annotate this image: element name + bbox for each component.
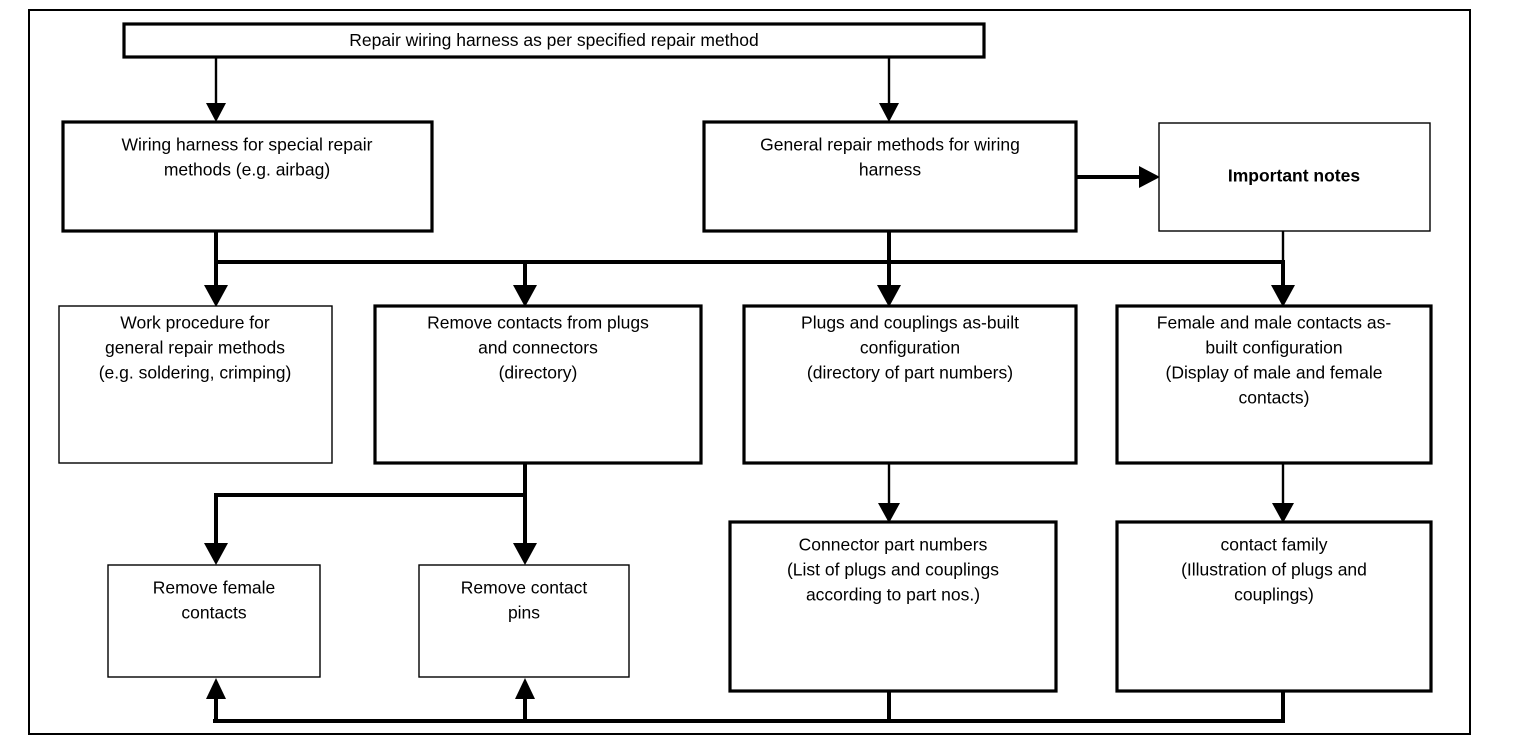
node-important-notes-line-0: Important notes xyxy=(1228,166,1360,186)
node-contact-family[interactable]: contact family (Illustration of plugs an… xyxy=(1115,520,1433,693)
node-female-male-contacts-line-3: contacts) xyxy=(1239,388,1310,408)
node-female-male-contacts-line-1: built configuration xyxy=(1205,338,1342,358)
node-female-male-contacts-line-0: Female and male contacts as- xyxy=(1157,313,1392,333)
connector-plugs-to-connector-part-numbers xyxy=(878,463,900,523)
node-repair-wiring-harness-line-0: Repair wiring harness as per specified r… xyxy=(349,30,759,50)
node-plugs-and-couplings-line-2: (directory of part numbers) xyxy=(807,363,1013,383)
connector-general-repair-to-important-notes xyxy=(1076,166,1160,188)
node-wiring-harness-special-repair[interactable]: Wiring harness for special repair method… xyxy=(61,120,434,233)
node-remove-female-contacts[interactable]: Remove female contacts xyxy=(107,564,321,678)
node-remove-female-contacts-line-1: contacts xyxy=(181,603,246,623)
node-repair-wiring-harness[interactable]: Repair wiring harness as per specified r… xyxy=(122,22,986,59)
node-plugs-and-couplings-line-0: Plugs and couplings as-built xyxy=(801,313,1019,333)
node-remove-contacts-from-plugs-line-0: Remove contacts from plugs xyxy=(427,313,649,333)
connector-title-to-wiring-harness xyxy=(206,57,226,122)
node-female-and-male-contacts-as-built[interactable]: Female and male contacts as- built confi… xyxy=(1115,304,1433,465)
node-remove-female-contacts-line-0: Remove female xyxy=(153,578,276,598)
connector-bus-to-female-male-contacts xyxy=(1271,262,1295,307)
connector-bus-to-plugs-couplings xyxy=(877,262,901,307)
node-general-repair-methods[interactable]: General repair methods for wiring harnes… xyxy=(702,120,1078,233)
node-connector-part-numbers[interactable]: Connector part numbers (List of plugs an… xyxy=(728,520,1058,693)
node-plugs-and-couplings-line-1: configuration xyxy=(860,338,960,358)
node-contact-family-line-1: (Illustration of plugs and xyxy=(1181,560,1367,580)
node-remove-contacts-from-plugs[interactable]: Remove contacts from plugs and connector… xyxy=(373,304,703,465)
node-contact-family-line-2: couplings) xyxy=(1234,585,1314,605)
node-contact-family-line-0: contact family xyxy=(1221,535,1328,555)
connector-contacts-to-contact-family xyxy=(1272,463,1294,523)
node-work-procedure-line-1: general repair methods xyxy=(105,338,285,358)
node-connector-part-numbers-line-1: (List of plugs and couplings xyxy=(787,560,999,580)
node-important-notes[interactable]: Important notes xyxy=(1158,122,1431,232)
node-wiring-harness-special-repair-line-1: methods (e.g. airbag) xyxy=(164,160,330,180)
connector-bus-to-work-procedure xyxy=(204,262,228,307)
node-connector-part-numbers-line-2: according to part nos.) xyxy=(806,585,980,605)
node-remove-contacts-from-plugs-line-2: (directory) xyxy=(499,363,578,383)
connector-remove-contacts-split xyxy=(204,463,537,565)
connector-title-to-general-repair xyxy=(879,57,899,122)
node-wiring-harness-special-repair-line-0: Wiring harness for special repair xyxy=(122,135,373,155)
node-connector-part-numbers-line-0: Connector part numbers xyxy=(799,535,988,555)
node-remove-contact-pins-line-0: Remove contact xyxy=(461,578,588,598)
node-remove-contact-pins-line-1: pins xyxy=(508,603,540,623)
node-work-procedure-line-2: (e.g. soldering, crimping) xyxy=(99,363,292,383)
node-plugs-and-couplings-as-built[interactable]: Plugs and couplings as-built configurati… xyxy=(742,304,1078,465)
connector-distribution-bus-top xyxy=(214,231,1285,264)
connector-return-bus-bottom xyxy=(206,678,1285,723)
node-general-repair-methods-line-1: harness xyxy=(859,160,922,180)
node-general-repair-methods-line-0: General repair methods for wiring xyxy=(760,135,1020,155)
connector-bus-to-remove-contacts xyxy=(513,262,537,307)
node-female-male-contacts-line-2: (Display of male and female xyxy=(1166,363,1383,383)
node-remove-contact-pins[interactable]: Remove contact pins xyxy=(418,564,630,678)
diagram-border xyxy=(28,9,1471,735)
node-work-procedure[interactable]: Work procedure for general repair method… xyxy=(58,305,333,464)
node-remove-contacts-from-plugs-line-1: and connectors xyxy=(478,338,598,358)
node-work-procedure-line-0: Work procedure for xyxy=(120,313,270,333)
